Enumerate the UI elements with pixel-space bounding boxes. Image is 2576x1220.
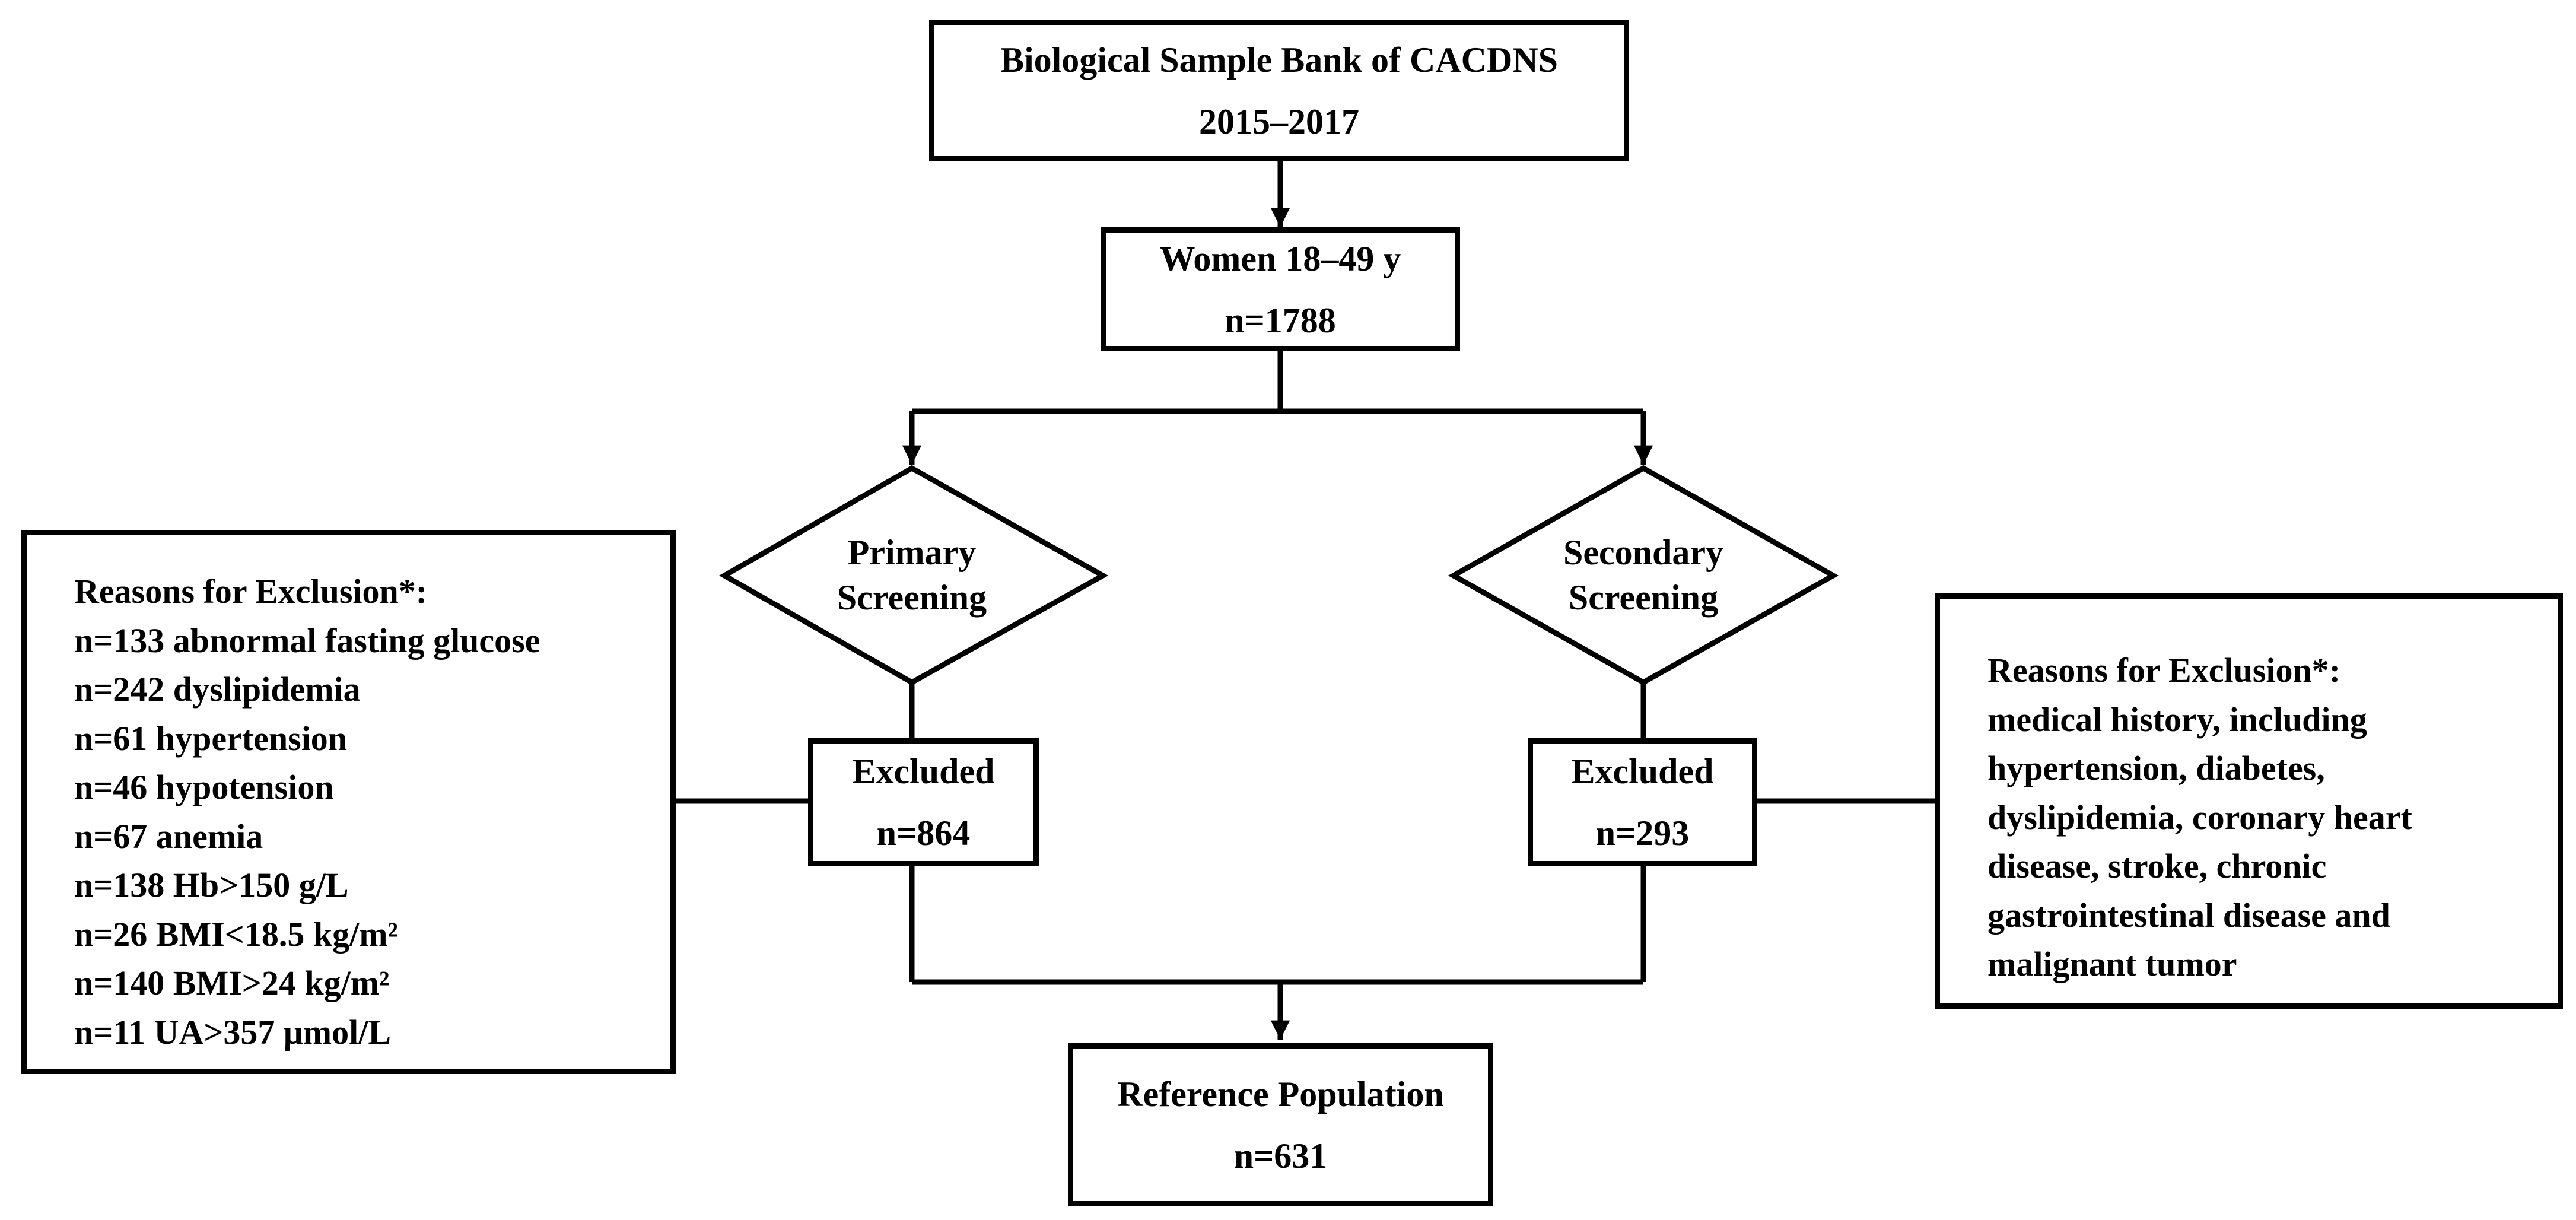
primary-screening-label: Primary Screening — [793, 530, 1031, 620]
reason-line: gastrointestinal disease and — [1987, 895, 2390, 935]
primary-reasons-heading: Reasons for Exclusion*: — [74, 572, 428, 611]
primary-excluded-count: n=864 — [876, 814, 971, 853]
reason-item: n=67 anemia — [74, 816, 263, 856]
reason-item: n=61 hypertension — [74, 719, 348, 758]
population-box: Women 18–49 y n=1788 — [1101, 227, 1460, 351]
secondary-excluded-label: Excluded — [1571, 752, 1714, 791]
reason-line: dyslipidemia, coronary heart — [1987, 798, 2412, 837]
secondary-excluded-count: n=293 — [1595, 814, 1690, 853]
reason-line: disease, stroke, chronic — [1987, 847, 2327, 885]
reference-population-box: Reference Population n=631 — [1068, 1043, 1493, 1206]
population-count: n=1788 — [1225, 300, 1336, 340]
primary-excluded-label: Excluded — [852, 752, 995, 791]
reference-population-label: Reference Population — [1117, 1074, 1444, 1114]
secondary-exclusion-reasons-box: Reasons for Exclusion*: medical history,… — [1935, 593, 2563, 1009]
secondary-reasons-heading: Reasons for Exclusion*: — [1987, 651, 2341, 690]
secondary-screening-label: Secondary Screening — [1525, 530, 1762, 620]
secondary-excluded-box: Excluded n=293 — [1528, 738, 1757, 866]
primary-screening-diamond — [718, 465, 1109, 686]
reason-item: n=133 abnormal fasting glucose — [74, 621, 540, 660]
reason-item: n=138 Hb>150 g/L — [74, 866, 349, 904]
reason-line: hypertension, diabetes, — [1987, 749, 2325, 787]
reason-item: n=26 BMI<18.5 kg/m² — [74, 914, 398, 954]
primary-exclusion-reasons-box: Reasons for Exclusion*: n=133 abnormal f… — [21, 530, 676, 1074]
reason-item: n=242 dyslipidemia — [74, 670, 361, 709]
reason-item: n=140 BMI>24 kg/m² — [74, 964, 390, 1002]
reason-item: n=11 UA>357 μmol/L — [74, 1012, 392, 1051]
source-years: 2015–2017 — [1199, 101, 1359, 141]
secondary-screening-line2: Screening — [1568, 578, 1719, 617]
secondary-screening-line1: Secondary — [1563, 533, 1723, 572]
source-box: Biological Sample Bank of CACDNS 2015–20… — [929, 20, 1629, 161]
primary-excluded-box: Excluded n=864 — [808, 738, 1039, 866]
reason-line: malignant tumor — [1987, 945, 2237, 983]
reference-population-count: n=631 — [1233, 1136, 1328, 1175]
population-label: Women 18–49 y — [1159, 239, 1401, 278]
reason-item: n=46 hypotension — [74, 768, 334, 806]
reason-line: medical history, including — [1987, 700, 2367, 739]
primary-screening-line2: Screening — [837, 578, 987, 617]
primary-screening-line1: Primary — [847, 533, 977, 572]
source-title: Biological Sample Bank of CACDNS — [1000, 40, 1559, 80]
secondary-screening-diamond — [1448, 465, 1839, 686]
